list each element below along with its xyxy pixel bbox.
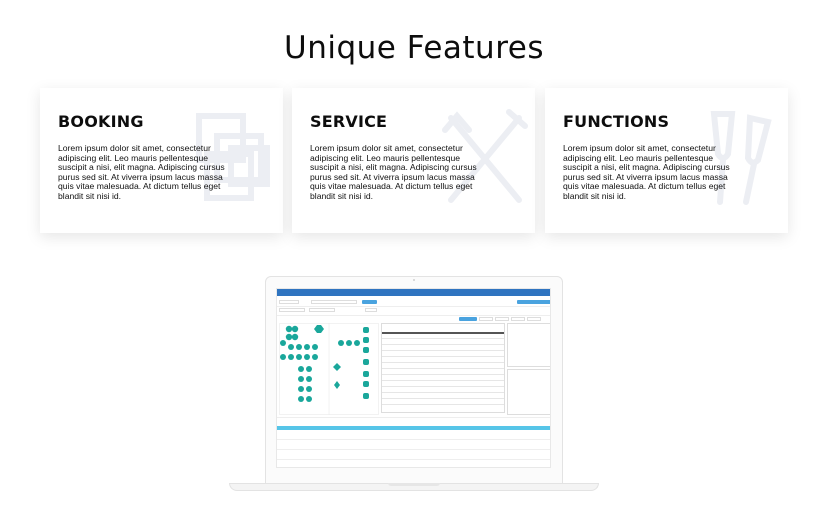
card-heading: SERVICE [310,112,388,131]
app-header-bar [277,289,550,296]
bookings-panel [381,323,505,413]
laptop-camera [413,279,415,281]
app-tab [527,317,541,321]
app-select [279,308,305,312]
section-title: Unique Features [284,30,544,66]
app-screenshot [276,288,551,468]
table-row [277,449,550,450]
floor-plan [279,323,379,415]
feature-card-service: SERVICE Lorem ipsum dolor sit amet, cons… [292,88,535,233]
app-divider [277,306,550,307]
app-tab-active [459,317,477,321]
app-add-button [517,300,550,304]
app-select [309,308,335,312]
app-select [365,308,377,312]
squares-icon [196,113,270,201]
app-field [279,300,299,304]
table-row [277,439,550,440]
app-tab [495,317,509,321]
fork-knife-icon [442,109,528,203]
card-heading: FUNCTIONS [563,112,670,131]
app-tab [511,317,525,321]
card-body: Lorem ipsum dolor sit amet, consectetur … [310,143,477,201]
table-row [277,459,550,460]
app-tab [479,317,493,321]
details-panel [507,323,550,367]
card-body: Lorem ipsum dolor sit amet, consectetur … [58,143,225,201]
card-body: Lorem ipsum dolor sit amet, consectetur … [563,143,730,201]
feature-card-functions: FUNCTIONS Lorem ipsum dolor sit amet, co… [545,88,788,233]
app-primary-button [362,300,377,304]
card-heading: BOOKING [58,112,144,131]
laptop-notch [388,483,440,486]
app-divider [277,315,550,316]
table-header-band [277,426,550,430]
app-divider [277,417,550,418]
feature-card-booking: BOOKING Lorem ipsum dolor sit amet, cons… [40,88,283,233]
app-search-field [311,300,357,304]
wine-glasses-icon [710,111,772,205]
notes-panel [507,369,550,415]
